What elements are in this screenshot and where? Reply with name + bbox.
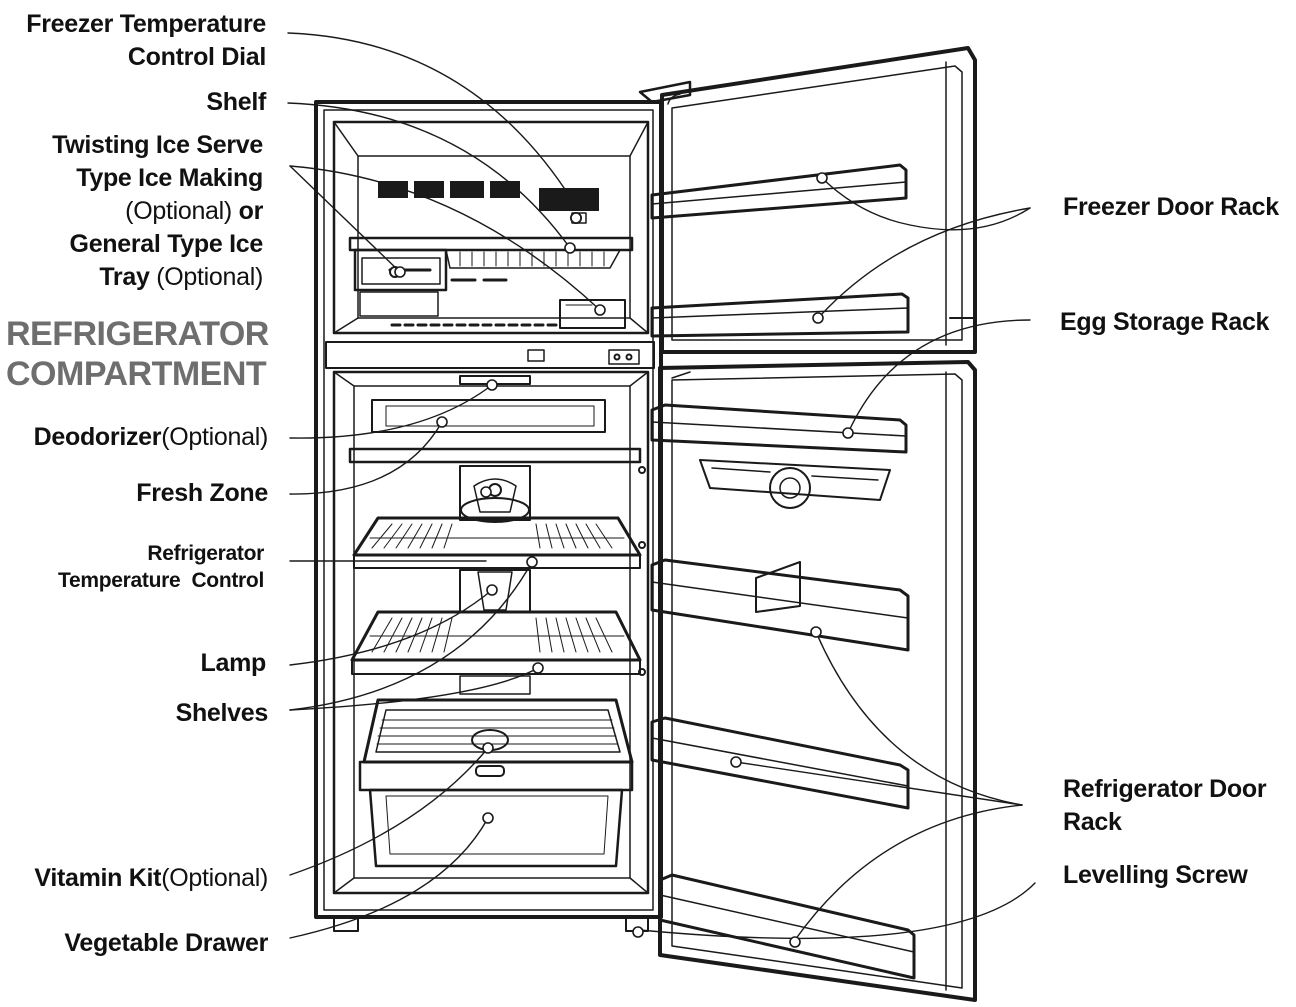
label-refrigerator-temperature-control: Refrigerator Temperature Control [58,542,264,592]
freezer-door-rack-upper [650,163,908,220]
callout-dots [394,172,854,948]
fresh-zone [348,399,642,464]
label-fresh-zone: Fresh Zone [136,479,268,507]
label-egg-storage-rack: Egg Storage Rack [1060,308,1270,336]
cabinet [314,100,663,932]
egg-storage-rack [650,403,908,509]
label-freezer-temperature-control-dial: Freezer Temperature Control Dial [26,10,266,71]
label-vitamin-kit: Vitamin Kit(Optional) [34,864,268,892]
label-vegetable-drawer: Vegetable Drawer [64,929,268,957]
label-lamp: Lamp [200,649,267,677]
label-refrigerator-door-rack: Refrigerator Door Rack [1063,775,1267,836]
label-ice-maker: Twisting Ice Serve Type Ice Making (Opti… [52,131,263,291]
freezer-door-rack-lower [650,292,910,338]
label-shelf: Shelf [206,88,266,116]
ice-maker [353,248,626,329]
label-shelves: Shelves [175,699,269,727]
freezer-door [638,46,977,354]
refrigerator-door-rack-3 [658,873,916,980]
leader-lines [287,32,1036,941]
refrigerator-door [658,360,977,1002]
vegetable-drawer [358,698,634,868]
section-title-refrigerator-compartment: REFRIGERATOR COMPARTMENT [6,315,269,393]
freezer-dial-panel [378,181,599,224]
label-freezer-door-rack: Freezer Door Rack [1063,193,1279,221]
label-deodorizer: Deodorizer(Optional) [33,423,269,451]
refrigerator-door-rack-1 [650,558,910,652]
lower-glass-shelf [350,610,642,695]
refrigerator-door-rack-2 [650,716,910,810]
label-levelling-screw: Levelling Screw [1063,861,1248,889]
temperature-control-housing [459,465,531,523]
upper-glass-shelf [352,516,642,569]
shelf-supports [638,466,646,676]
lamp-cover-top [459,375,531,385]
